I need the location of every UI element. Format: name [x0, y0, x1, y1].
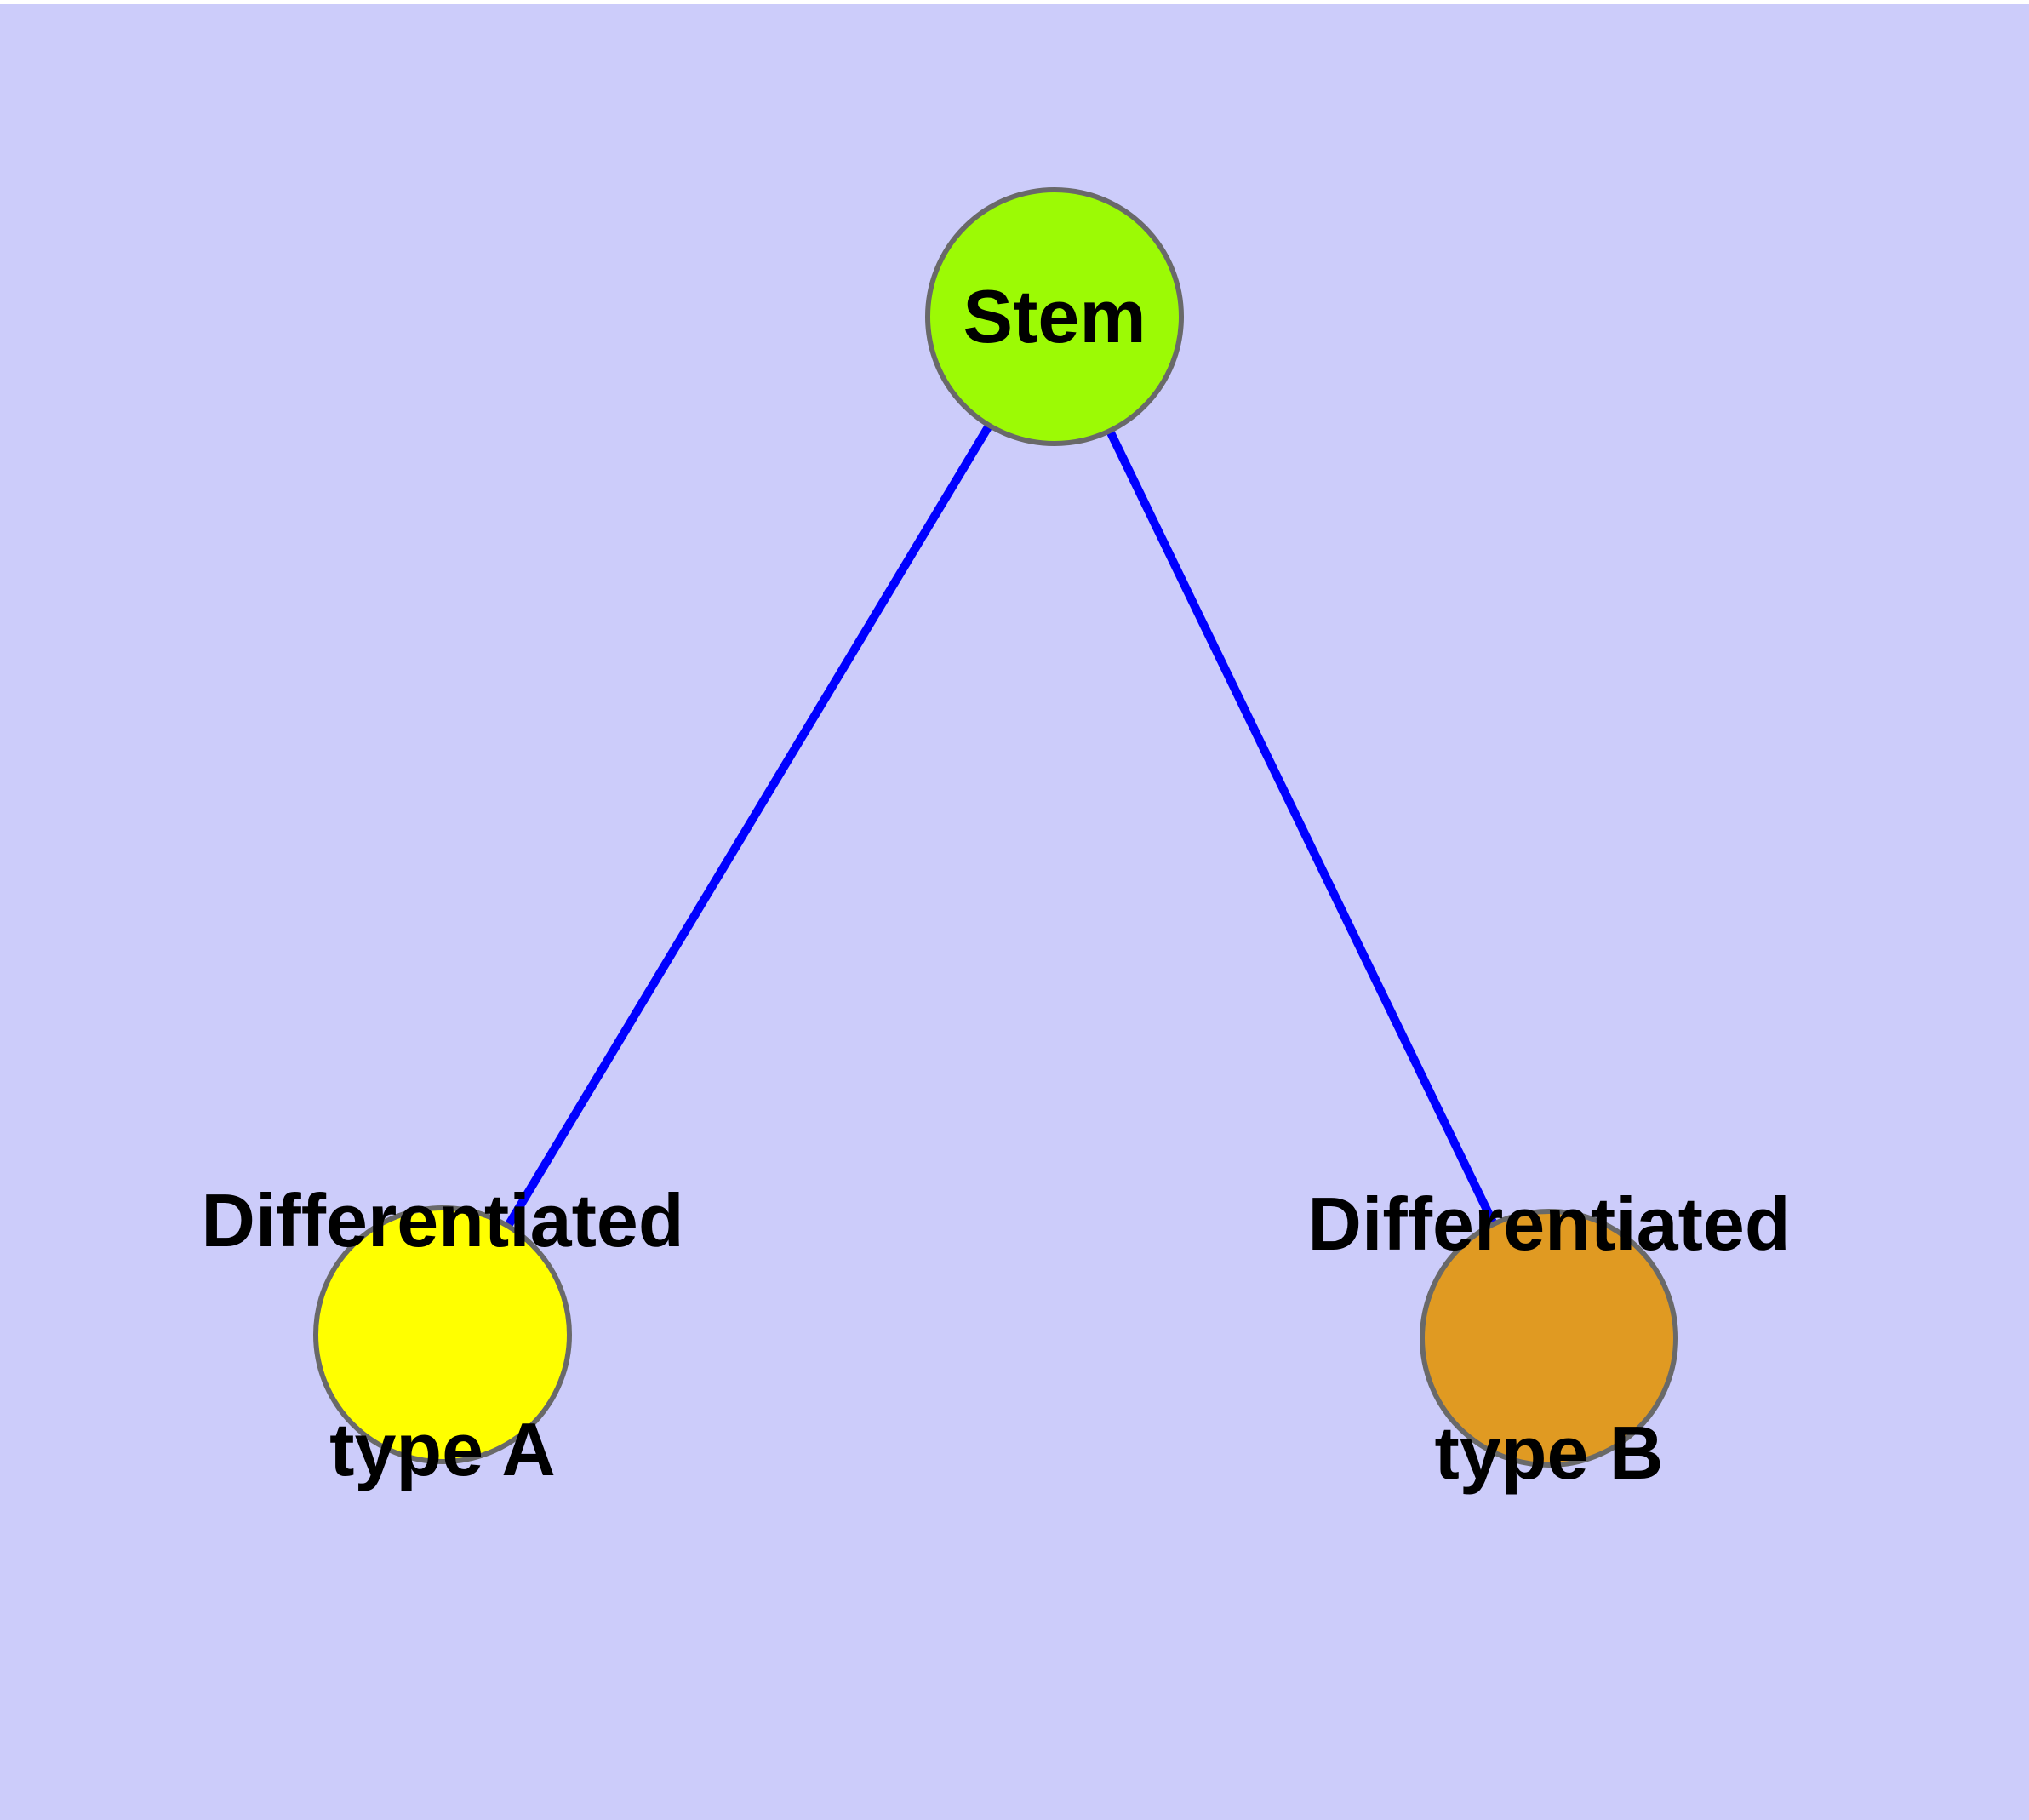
node-circle-differentiated-type-a[interactable]	[313, 1205, 572, 1464]
node-circle-stem[interactable]	[925, 187, 1184, 446]
node-layer	[313, 187, 1678, 1468]
edge-stem-to-differentiated-type-b	[1050, 314, 1553, 1341]
edge-stem-to-differentiated-type-a	[438, 314, 1059, 1337]
node-circle-differentiated-type-b[interactable]	[1420, 1209, 1678, 1468]
edge-layer	[438, 314, 1553, 1341]
